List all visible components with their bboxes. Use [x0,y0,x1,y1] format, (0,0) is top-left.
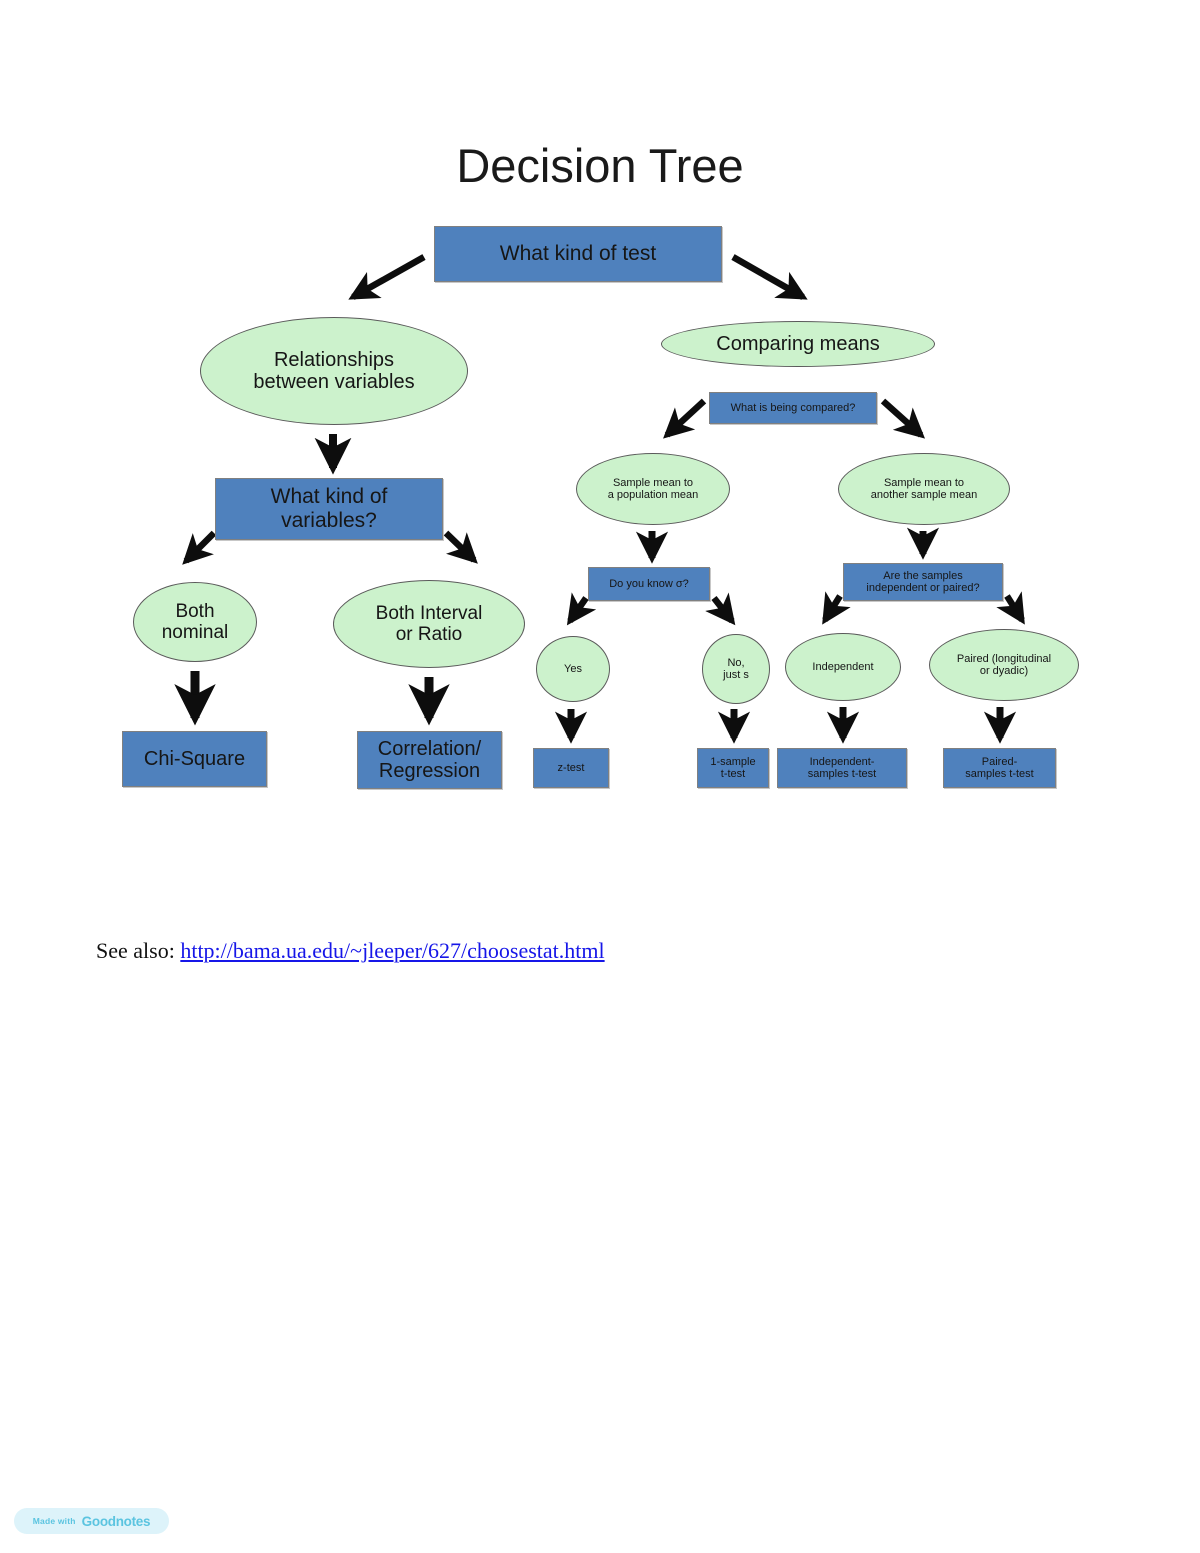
node-label: Yes [564,662,582,675]
node-comparing-means[interactable]: Comparing means [661,321,935,367]
edge-what-compared-to-sample-to-sample [880,398,926,439]
node-label: Independent [812,660,874,673]
node-label: Paired-samples t-test [965,755,1034,780]
node-label: z-test [557,761,585,774]
node-do-you-know-sigma[interactable]: Do you know σ? [588,567,710,601]
watermark-brand: Goodnotes [81,1513,151,1529]
node-label: No,just s [723,656,749,681]
edge-root-to-relationships [348,254,426,300]
node-paired-samples-t-test[interactable]: Paired-samples t-test [943,748,1056,788]
node-what-kind-of-test[interactable]: What kind of test [434,226,722,282]
page-title: Decision Tree [456,139,744,192]
see-also-link[interactable]: http://bama.ua.edu/~jleeper/627/choosest… [180,938,605,963]
node-no-just-s[interactable]: No,just s [702,634,770,704]
node-independent[interactable]: Independent [785,633,901,701]
node-yes[interactable]: Yes [536,636,610,702]
edge-know-sigma-to-yes [566,592,597,626]
edge-indep-or-paired-to-independent [822,591,851,625]
edge-what-compared-to-sample-to-pop [663,398,707,439]
node-chi-square[interactable]: Chi-Square [122,731,267,787]
node-label: Chi-Square [143,747,246,770]
see-also-label: See also: [96,938,175,963]
goodnotes-watermark: Made with Goodnotes [14,1508,169,1534]
node-z-test[interactable]: z-test [533,748,609,788]
node-correlation-regression[interactable]: Correlation/Regression [357,731,502,789]
edge-root-to-comparing-means [731,254,808,300]
watermark-made-with: Made with [32,1516,76,1526]
node-label: What is being compared? [730,401,856,414]
see-also-line: See also: http://bama.ua.edu/~jleeper/62… [96,938,605,964]
node-label: Correlation/Regression [377,737,482,782]
node-independent-samples-t-test[interactable]: Independent-samples t-test [777,748,907,788]
node-what-is-being-compared[interactable]: What is being compared? [709,392,877,424]
edge-know-sigma-to-no-just-s [705,592,736,626]
edge-indep-or-paired-to-paired [996,591,1025,625]
node-label: What kind of test [499,242,657,266]
edge-what-variables-to-both-nominal [182,530,217,565]
node-label: Comparing means [716,332,880,355]
edge-what-variables-to-both-interval [443,530,478,564]
node-label: Independent-samples t-test [807,755,877,780]
node-label: Do you know σ? [609,577,689,590]
